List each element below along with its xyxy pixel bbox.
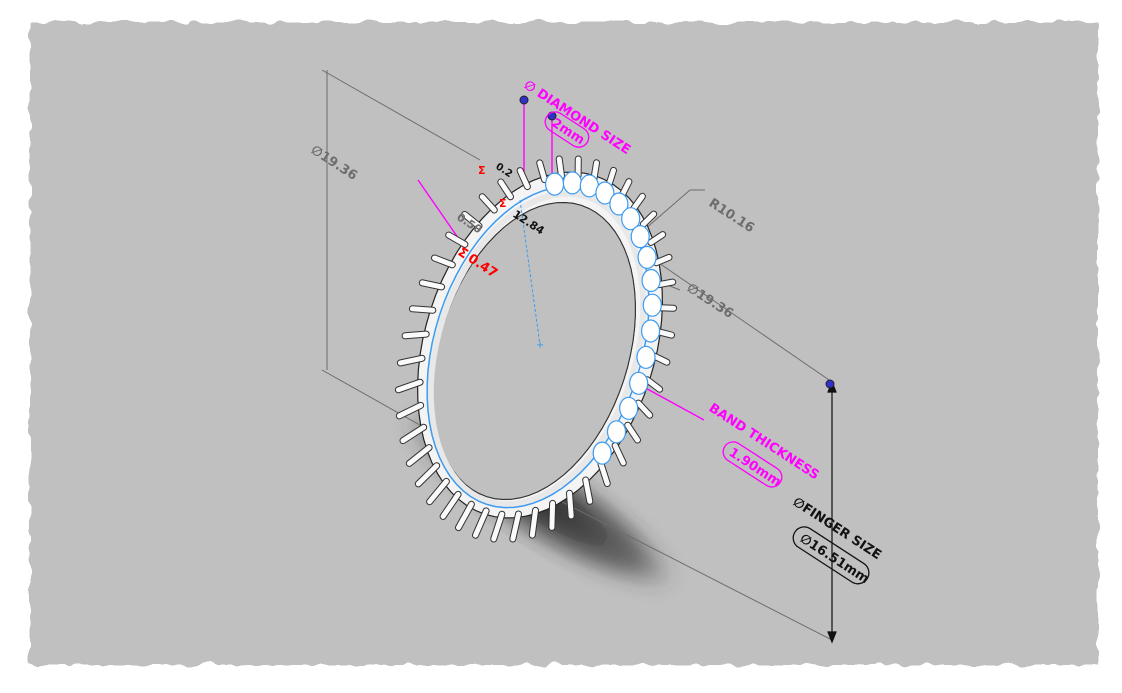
prong-highlight xyxy=(559,159,561,176)
diamond-stone xyxy=(563,172,581,194)
center-mark: + xyxy=(536,340,544,351)
prong-highlight xyxy=(570,493,572,516)
diamond-stone xyxy=(643,294,661,316)
diamond-stone xyxy=(630,372,648,394)
diamond-stone xyxy=(642,270,660,292)
diamond-stone xyxy=(631,226,649,248)
finger-size-handle[interactable] xyxy=(826,380,834,388)
prong-highlight xyxy=(405,334,426,336)
prong-highlight xyxy=(412,309,432,310)
prong-highlight xyxy=(552,503,553,527)
sigma-symbol-mid: Σ xyxy=(499,197,507,210)
prong-highlight xyxy=(532,510,535,535)
diamond-stone xyxy=(638,246,656,268)
diamond-stone xyxy=(642,320,660,342)
diamond-stone xyxy=(637,346,655,368)
diamond-stone xyxy=(593,442,611,464)
diamond-stone xyxy=(620,397,638,419)
diamond-stone xyxy=(546,173,564,195)
prong-highlight xyxy=(659,282,672,285)
diamond-handle-1[interactable] xyxy=(520,96,528,104)
diamond-stone xyxy=(608,421,626,443)
sigma-symbol-top: Σ xyxy=(478,164,486,177)
